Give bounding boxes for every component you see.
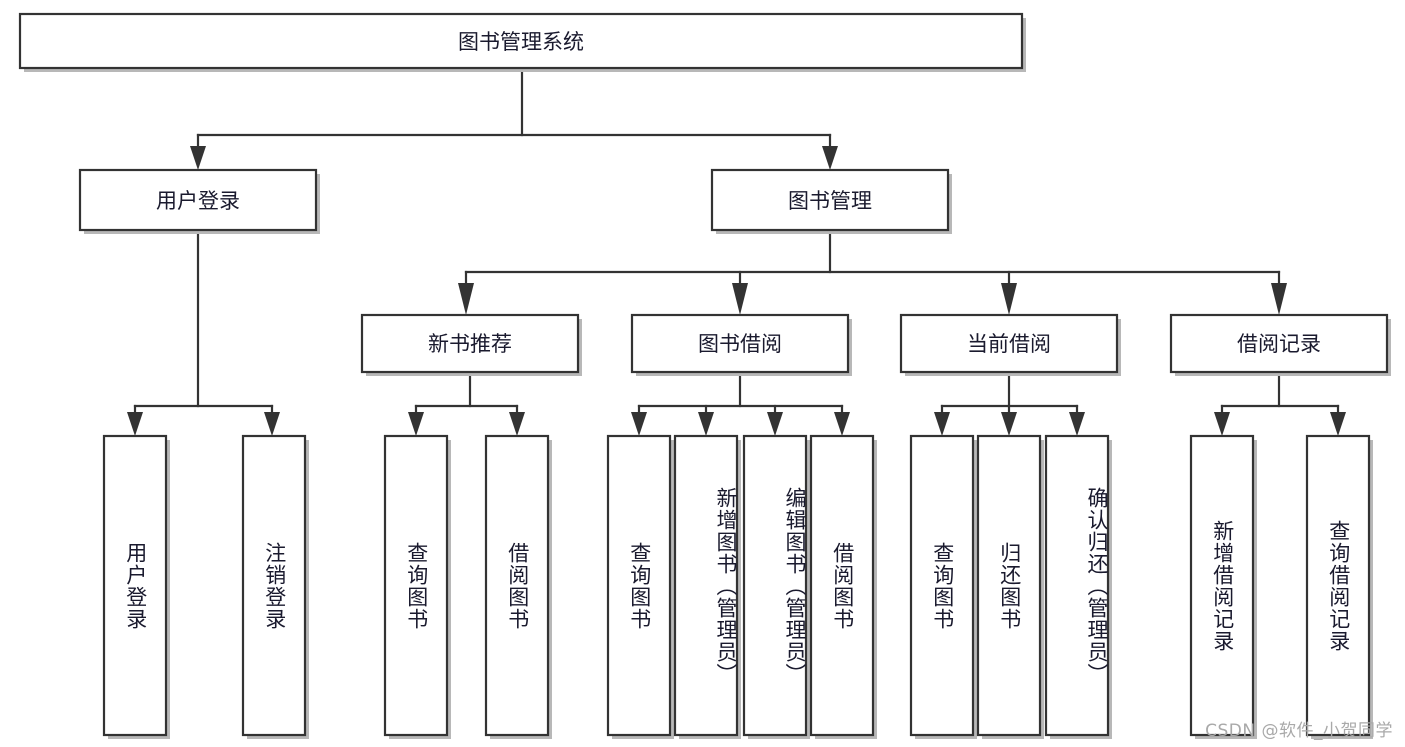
node-borrow-record[interactable]: 借阅记录: [1169, 313, 1391, 376]
arrow-head-book-manage: [822, 146, 838, 170]
node-new-book-recommend[interactable]: 新书推荐: [360, 313, 582, 376]
node-user-login-box: [78, 168, 318, 232]
arrow-head-leaf-user-login: [127, 412, 143, 436]
arrow-head-book-borrow: [732, 283, 748, 315]
node-new-book-recommend-box: [360, 313, 580, 374]
arrow-head-leaf-logout-login: [264, 412, 280, 436]
csdn-watermark: CSDN @软件_小贺同学: [1205, 721, 1393, 741]
leaf-box-group: [102, 434, 1373, 739]
arrow-head-leaf-return-book: [1001, 412, 1017, 436]
node-book-borrow[interactable]: 图书借阅: [630, 313, 852, 376]
connector-group: [127, 66, 1346, 436]
arrow-head-leaf-query-record: [1330, 412, 1346, 436]
leaf-return-book-box[interactable]: [976, 434, 1042, 737]
node-book-manage-label: 图书管理: [788, 189, 872, 213]
leaf-confirm-return-box[interactable]: [1044, 434, 1110, 737]
node-user-login-label: 用户登录: [156, 189, 240, 213]
leaf-user-login-box[interactable]: [102, 434, 168, 737]
arrow-head-leaf-borrow-book-1: [509, 412, 525, 436]
node-book-borrow-label: 图书借阅: [698, 332, 782, 356]
leaf-query-record-box[interactable]: [1305, 434, 1371, 737]
leaf-borrow-book-1-box[interactable]: [484, 434, 550, 737]
leaf-add-book-box[interactable]: [673, 434, 739, 737]
leaf-logout-login-box[interactable]: [241, 434, 307, 737]
node-root-box: [18, 12, 1024, 70]
arrow-head-user-login: [190, 146, 206, 170]
node-new-book-recommend-label: 新书推荐: [428, 332, 512, 356]
node-current-borrow[interactable]: 当前借阅: [899, 313, 1121, 376]
node-borrow-record-label: 借阅记录: [1237, 332, 1321, 356]
arrow-head-leaf-add-book: [698, 412, 714, 436]
arrow-head-leaf-borrow-book-2: [834, 412, 850, 436]
leaf-add-record-box[interactable]: [1189, 434, 1255, 737]
node-book-borrow-box: [630, 313, 850, 374]
arrow-head-leaf-query-book-2: [631, 412, 647, 436]
node-current-borrow-label: 当前借阅: [967, 332, 1051, 356]
node-book-manage[interactable]: 图书管理: [710, 168, 952, 234]
arrow-head-new-book-recommend: [458, 283, 474, 315]
node-user-login[interactable]: 用户登录: [78, 168, 320, 234]
leaf-borrow-book-2-box[interactable]: [809, 434, 875, 737]
leaf-query-book-2-box[interactable]: [606, 434, 672, 737]
arrow-head-leaf-query-book-1: [408, 412, 424, 436]
arrow-head-leaf-confirm-return: [1069, 412, 1085, 436]
arrow-head-current-borrow: [1001, 283, 1017, 315]
arrow-head-leaf-query-book-3: [934, 412, 950, 436]
arrow-head-leaf-edit-book: [767, 412, 783, 436]
arrow-head-leaf-add-record: [1214, 412, 1230, 436]
leaf-query-book-1-box[interactable]: [383, 434, 449, 737]
node-root-label: 图书管理系统: [458, 30, 584, 54]
arrow-head-borrow-record: [1271, 283, 1287, 315]
node-borrow-record-box: [1169, 313, 1389, 374]
node-book-manage-box: [710, 168, 950, 232]
node-root[interactable]: 图书管理系统: [18, 12, 1026, 72]
node-current-borrow-box: [899, 313, 1119, 374]
leaf-query-book-3-box[interactable]: [909, 434, 975, 737]
leaf-edit-book-box[interactable]: [742, 434, 808, 737]
